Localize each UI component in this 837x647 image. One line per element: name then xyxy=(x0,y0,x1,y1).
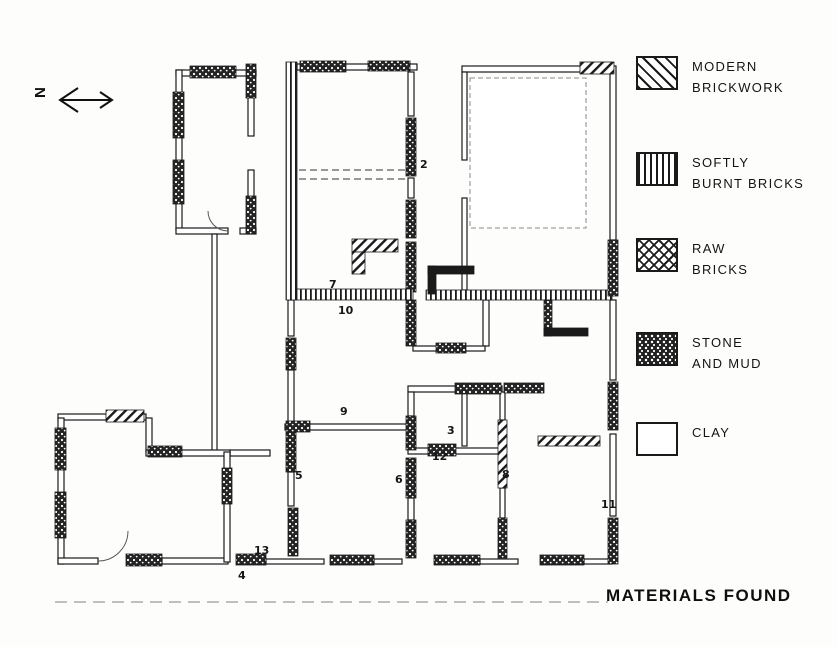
room-number-label: 7 xyxy=(329,278,337,291)
legend-label: SOFTLY BURNT BRICKS xyxy=(692,152,804,195)
legend-item-clay: CLAY xyxy=(636,422,730,456)
softly-burnt-bricks-swatch xyxy=(636,152,678,186)
room-number-label: 8 xyxy=(502,468,510,481)
legend-label-line: CLAY xyxy=(692,425,731,440)
room-number-label: 12 xyxy=(432,450,448,463)
north-label: N xyxy=(30,87,48,98)
clay-swatch xyxy=(636,422,678,456)
legend-label: CLAY xyxy=(692,422,730,444)
room-number-label: 6 xyxy=(395,473,403,486)
room-number-label: 13 xyxy=(254,544,270,557)
legend-label-line: BRICKWORK xyxy=(692,79,784,95)
legend-item-raw-bricks: RAW BRICKS xyxy=(636,238,748,281)
legend-item-modern-brickwork: MODERN BRICKWORK xyxy=(636,56,784,99)
north-arrow-icon xyxy=(58,87,114,113)
room-number-label: 10 xyxy=(338,304,354,317)
room-number-label: 2 xyxy=(420,158,428,171)
legend-label-line: SOFTLY xyxy=(692,155,750,170)
legend-label: RAW BRICKS xyxy=(692,238,748,281)
drawing-title: MATERIALS FOUND xyxy=(606,586,792,605)
legend-label: STONE AND MUD xyxy=(692,332,762,375)
legend-item-softly-burnt-bricks: SOFTLY BURNT BRICKS xyxy=(636,152,804,195)
legend-label-line: RAW xyxy=(692,241,726,256)
legend-label-line: AND MUD xyxy=(692,355,762,371)
hatched-wall-segments xyxy=(54,60,619,567)
door-arcs xyxy=(97,210,229,562)
legend-item-stone-and-mud: STONE AND MUD xyxy=(636,332,762,375)
room-number-label: 4 xyxy=(238,569,246,582)
clay-area xyxy=(469,77,587,229)
room-number-label: 5 xyxy=(295,469,303,482)
legend-label-line: BURNT BRICKS xyxy=(692,175,805,191)
legend-label-line: STONE xyxy=(692,335,744,350)
room-number-label: 9 xyxy=(340,405,348,418)
room-number-label: 3 xyxy=(447,424,455,437)
stone-and-mud-swatch xyxy=(636,332,678,366)
legend-label-line: BRICKS xyxy=(692,261,749,277)
dashed-partition xyxy=(299,169,406,180)
modern-brickwork-swatch xyxy=(636,56,678,90)
room-number-label: 11 xyxy=(601,498,617,511)
legend-label-line: MODERN xyxy=(692,59,758,74)
raw-bricks-swatch xyxy=(636,238,678,272)
legend-label: MODERN BRICKWORK xyxy=(692,56,784,99)
